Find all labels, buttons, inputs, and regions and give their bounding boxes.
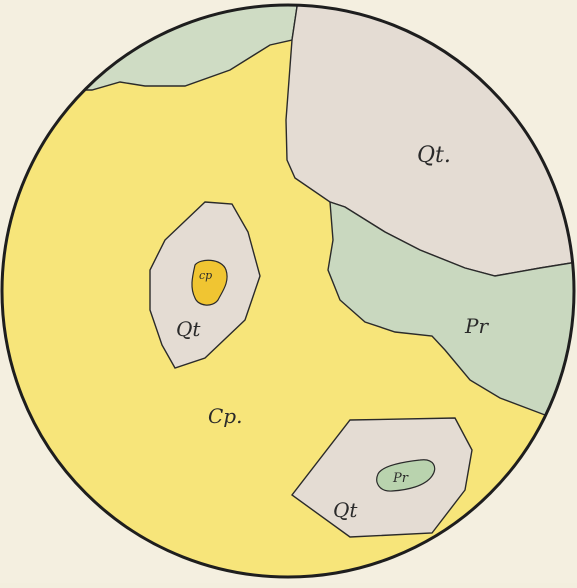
label-pyrite-large: Pr xyxy=(464,314,489,338)
label-quartz-inclusion-left: Qt xyxy=(176,317,201,341)
label-chalcopyrite: Cp. xyxy=(208,404,242,428)
label-quartz-large: Qt. xyxy=(417,143,451,168)
label-pyrite-speck: Pr xyxy=(392,471,409,486)
label-quartz-inclusion-bottom: Qt xyxy=(333,498,358,522)
label-chalcopyrite-speck: cp xyxy=(199,269,212,282)
